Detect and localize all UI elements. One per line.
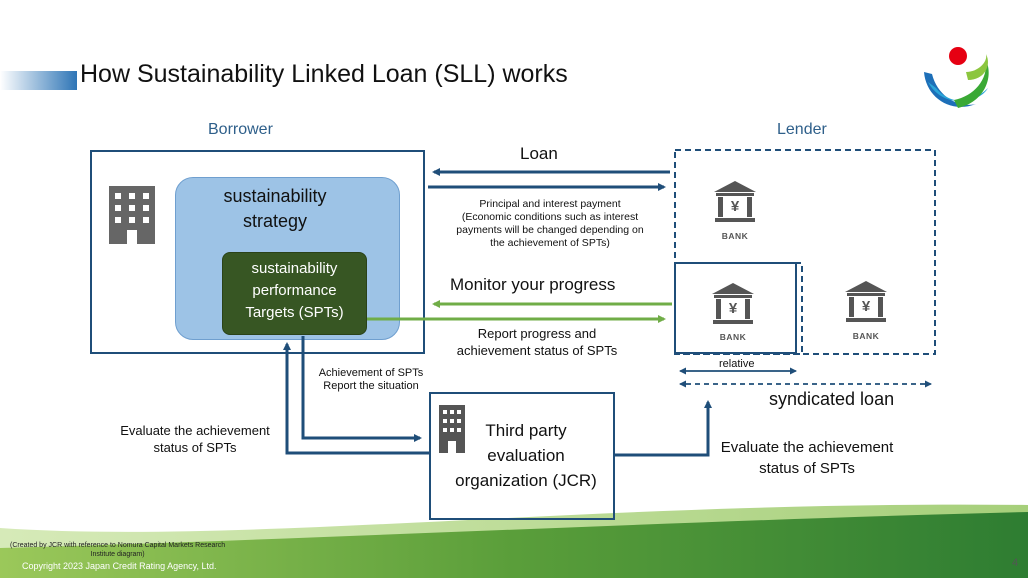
lead-bank-box: [674, 262, 797, 354]
bank-label: BANK: [852, 331, 880, 341]
bank-yen-glyph: ¥: [861, 298, 871, 315]
bank-yen-glyph: ¥: [730, 198, 740, 215]
building-icon: [109, 186, 155, 244]
page-title: How Sustainability Linked Loan (SLL) wor…: [80, 60, 568, 88]
bank-yen-glyph: ¥: [728, 300, 738, 317]
lender-dashed-box: [674, 149, 936, 355]
achievement-label: Achievement of SPTs Report the situation: [318, 367, 424, 392]
loan-label: Loan: [520, 144, 558, 163]
syndicated-loan-label: syndicated loan: [769, 389, 895, 409]
borrower-box: [90, 150, 425, 354]
report-progress-label: Report progress and achievement status o…: [456, 326, 618, 358]
page-number: 4: [1012, 557, 1019, 569]
lender-label: Lender: [777, 121, 827, 138]
evaluate-borrower-arrow: [283, 342, 429, 455]
copyright: Copyright 2023 Japan Credit Rating Agenc…: [22, 561, 217, 571]
achievement-arrow: [301, 336, 422, 442]
office-building-icon: [439, 405, 465, 453]
bank-icon: [845, 281, 887, 322]
third-party-box: [429, 392, 615, 520]
bank-icon: [712, 283, 754, 324]
borrower-label: Borrower: [208, 121, 273, 138]
evaluate-right-label: Evaluate the achievement status of SPTs: [720, 439, 894, 477]
sustainability-strategy-label: sustainability strategy: [223, 186, 327, 231]
monitor-progress-label: Monitor your progress: [450, 275, 616, 294]
footnote: (Created by JCR with reference to Nomura…: [10, 542, 226, 558]
title-accent-bar: [0, 71, 77, 90]
evaluate-lender-arrow: [615, 400, 712, 457]
spt-box: sustainability performance Targets (SPTs…: [222, 252, 367, 335]
jcr-logo: [924, 47, 989, 108]
bank-label: BANK: [719, 332, 747, 342]
third-party-label: Third party evaluation organization (JCR…: [455, 421, 597, 490]
principal-payment-label: Principal and interest payment (Economic…: [456, 198, 644, 249]
relative-label: relative: [719, 358, 755, 370]
bank-icon: [714, 181, 756, 222]
bank-label: BANK: [721, 231, 749, 241]
evaluate-left-label: Evaluate the achievement status of SPTs: [120, 423, 270, 455]
